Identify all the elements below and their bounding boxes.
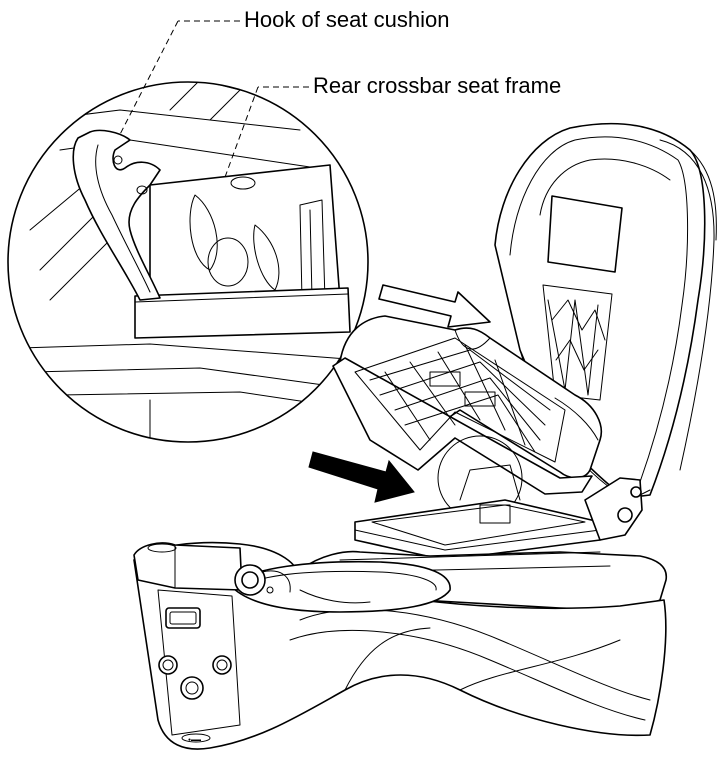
knob-right-icon xyxy=(212,655,232,675)
leader-hook xyxy=(111,20,240,151)
arrow-solid-icon xyxy=(308,451,415,503)
knob-left-icon xyxy=(158,655,178,675)
arrow-outline-icon xyxy=(378,284,491,328)
label-rear-crossbar-seat-frame: Rear crossbar seat frame xyxy=(313,73,562,98)
seat-frame xyxy=(354,464,651,561)
detail-magnifier xyxy=(7,81,369,443)
label-hook-of-seat-cushion: Hook of seat cushion xyxy=(244,7,450,32)
pedicure-base: ●▬▬ xyxy=(133,541,668,750)
svg-text:●▬▬: ●▬▬ xyxy=(188,737,201,743)
dial-icon xyxy=(180,676,204,700)
detail-circle-outline xyxy=(7,81,369,443)
seat-cushion xyxy=(332,315,602,495)
